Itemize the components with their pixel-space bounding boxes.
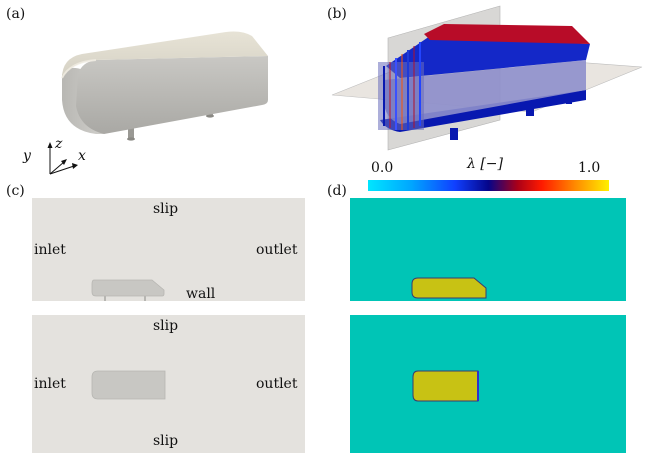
axis-label-y: y	[23, 148, 31, 164]
axis-label-z: z	[55, 136, 63, 152]
boundary-label-bottom-outlet: outlet	[256, 376, 298, 392]
colorbar-min-label: 0.0	[371, 160, 394, 176]
boundary-label-top-wall: wall	[186, 286, 216, 302]
colorbar-title: λ [−]	[467, 156, 503, 172]
domain-bottom-gray	[32, 315, 305, 453]
bus-side-profile-gray	[91, 279, 165, 301]
boundary-label-top-outlet: outlet	[256, 242, 298, 258]
panel-label-b: (b)	[327, 6, 347, 22]
phase-field-top	[350, 198, 626, 301]
boundary-label-bottom-slip-bottom: slip	[153, 433, 179, 449]
axis-triad-icon	[47, 142, 78, 175]
panel-label-d: (d)	[327, 183, 347, 199]
boundary-label-top-inlet: inlet	[34, 242, 66, 258]
colorbar	[368, 180, 609, 191]
panel-label-a: (a)	[6, 6, 26, 22]
solid-region-side	[411, 277, 487, 299]
bus-top-profile-gray	[91, 370, 166, 400]
colorbar-max-label: 1.0	[578, 160, 601, 176]
boundary-label-bottom-inlet: inlet	[34, 376, 66, 392]
boundary-label-bottom-slip-top: slip	[153, 318, 179, 334]
bus-body-render	[61, 31, 268, 141]
solid-region-top	[412, 370, 479, 402]
panel-label-c: (c)	[6, 183, 25, 199]
domain-top-gray	[32, 198, 305, 301]
phase-field-render	[331, 5, 643, 151]
axis-label-x: x	[78, 148, 86, 164]
phase-field-bottom	[350, 315, 626, 453]
boundary-label-top-slip: slip	[153, 201, 179, 217]
